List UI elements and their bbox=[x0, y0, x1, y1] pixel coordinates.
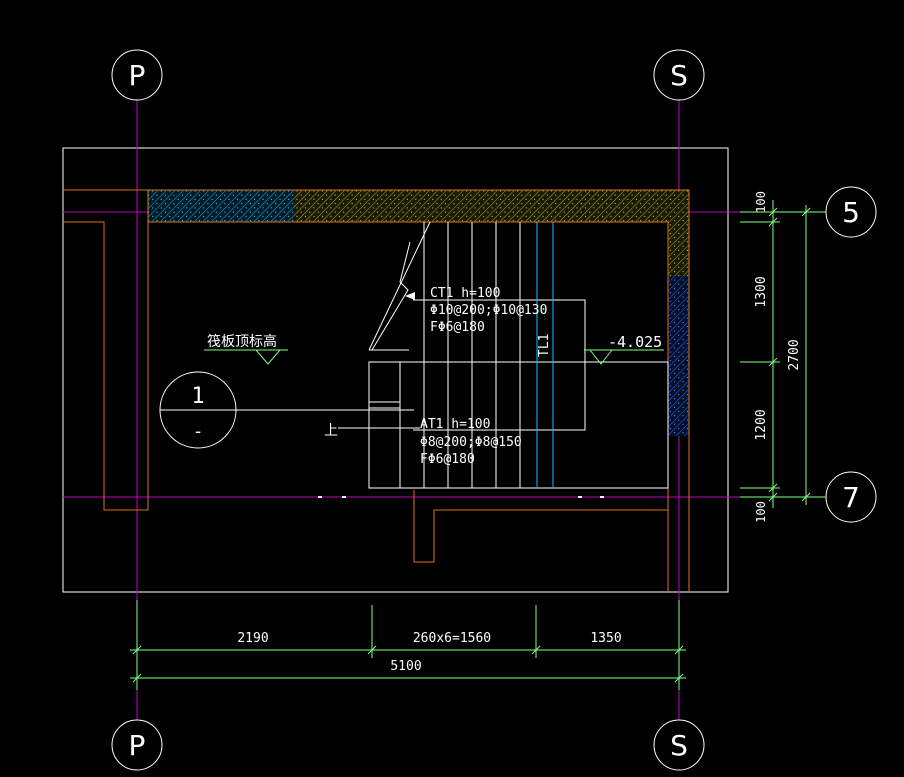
dim-right-bottom-gap: 100 bbox=[754, 501, 768, 523]
dim-bottom-seg3: 1350 bbox=[590, 631, 621, 646]
stair-outline bbox=[368, 221, 669, 489]
stair-cyan-lines bbox=[536, 222, 554, 488]
elevation-marker: -4.025 bbox=[584, 333, 664, 365]
at1-annotation: AT1 h=100 Φ8@200;Φ8@150 FΦ6@180 bbox=[420, 417, 522, 467]
svg-text:P: P bbox=[129, 729, 146, 762]
svg-text:5: 5 bbox=[842, 196, 860, 229]
svg-text:Φ10@200;Φ10@130: Φ10@200;Φ10@130 bbox=[430, 303, 547, 318]
up-label: 上 bbox=[324, 423, 338, 439]
grid-bubble-top-left: P bbox=[111, 49, 163, 101]
slab-outline bbox=[62, 147, 729, 593]
slab-elevation-marker: 筏板顶标高 bbox=[204, 333, 288, 365]
svg-text:筏板顶标高: 筏板顶标高 bbox=[207, 333, 277, 350]
orange-walls bbox=[63, 189, 690, 592]
svg-text:P: P bbox=[129, 59, 146, 92]
bottom-dimensions bbox=[130, 600, 686, 690]
svg-text:7: 7 bbox=[842, 481, 860, 514]
wall-hatch-cyan bbox=[148, 190, 294, 222]
grid-bubble-right-top: 5 bbox=[825, 186, 877, 238]
dim-right-total: 2700 bbox=[787, 339, 802, 370]
svg-text:Φ8@200;Φ8@150: Φ8@200;Φ8@150 bbox=[420, 435, 522, 450]
dim-right-top-gap: 100 bbox=[754, 191, 768, 213]
grid-bubble-bottom-right: S bbox=[653, 719, 705, 771]
wall-hatch-blue-right bbox=[668, 276, 689, 436]
grid-bubble-bottom-left: P bbox=[111, 719, 163, 771]
svg-text:-4.025: -4.025 bbox=[608, 333, 662, 351]
grid-bubble-right-bottom: 7 bbox=[825, 471, 877, 523]
svg-text:S: S bbox=[670, 59, 688, 92]
svg-text:AT1 h=100: AT1 h=100 bbox=[420, 417, 490, 432]
dim-right-seg2: 1200 bbox=[754, 409, 769, 440]
dim-bottom-seg2: 260x6=1560 bbox=[413, 631, 491, 646]
section-number: 1 bbox=[191, 384, 204, 409]
wall-hatch-yellow-right bbox=[668, 222, 689, 276]
dim-right-seg1: 1300 bbox=[754, 276, 769, 307]
svg-text:S: S bbox=[670, 729, 688, 762]
wall-hatch-yellow-top bbox=[294, 190, 689, 222]
right-dimensions bbox=[740, 200, 826, 508]
ct1-annotation: CT1 h=100 Φ10@200;Φ10@130 FΦ6@180 bbox=[405, 286, 547, 335]
up-arrow: 上 bbox=[324, 423, 420, 439]
svg-text:CT1 h=100: CT1 h=100 bbox=[430, 286, 500, 301]
grid-bubble-top-right: S bbox=[653, 49, 705, 101]
dim-bottom-total: 5100 bbox=[390, 659, 421, 674]
svg-text:FΦ6@180: FΦ6@180 bbox=[420, 452, 475, 467]
section-sheet: - bbox=[193, 421, 204, 442]
dim-bottom-seg1: 2190 bbox=[237, 631, 268, 646]
section-symbol: 1 - bbox=[159, 371, 414, 449]
tl1-label: TL1 bbox=[537, 334, 552, 357]
svg-text:FΦ6@180: FΦ6@180 bbox=[430, 320, 485, 335]
